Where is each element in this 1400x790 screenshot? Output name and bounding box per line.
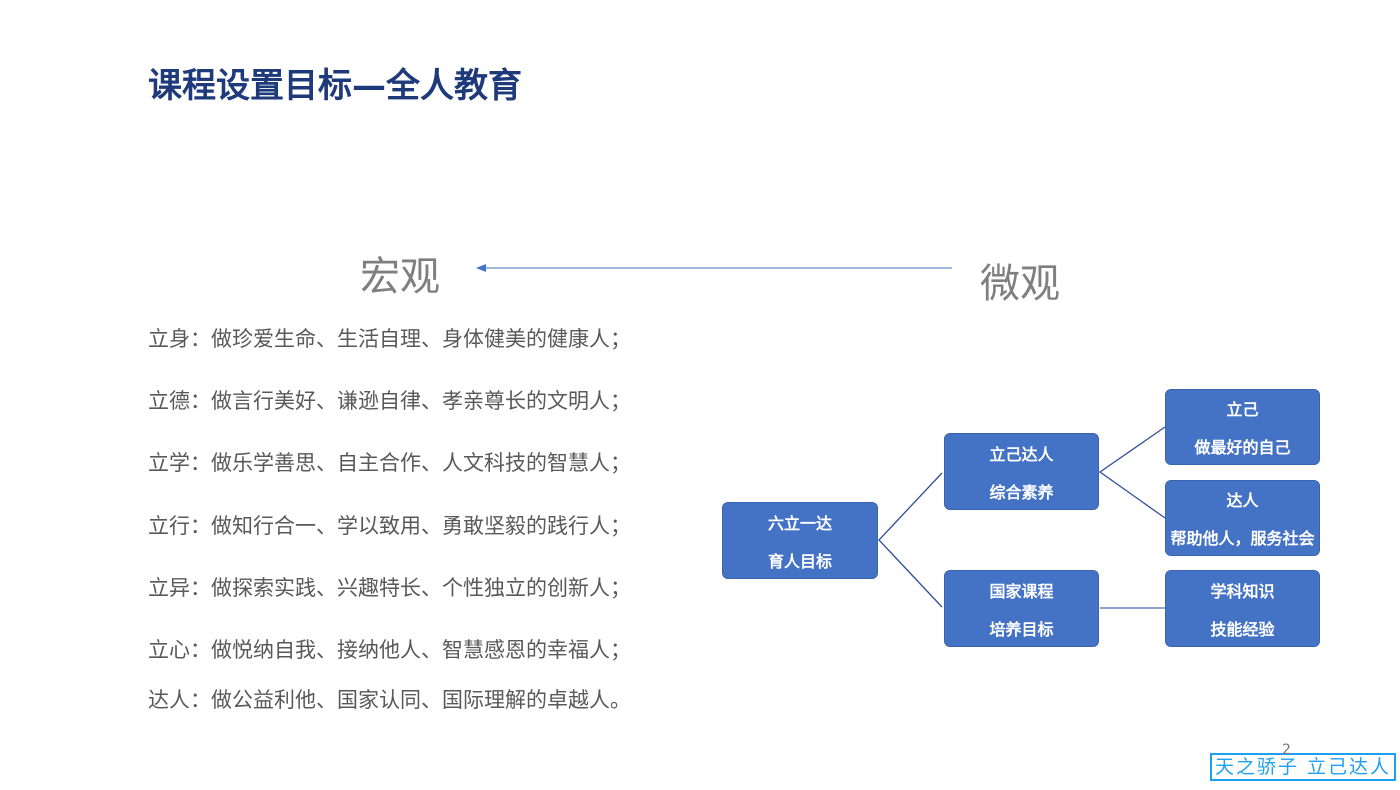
tree-node-mid2: 国家课程培养目标 — [944, 570, 1099, 647]
tree-node-leaf1: 立己做最好的自己 — [1165, 389, 1320, 465]
macro-label: 宏观 — [360, 254, 440, 300]
node-title: 国家课程 — [989, 581, 1054, 601]
page-title: 课程设置目标—全人教育 — [148, 66, 522, 106]
school-logo: 天之骄子 立己达人 — [1210, 753, 1397, 781]
node-subtitle: 综合素养 — [989, 482, 1054, 502]
node-subtitle: 育人目标 — [767, 551, 832, 571]
node-title: 达人 — [1226, 491, 1259, 510]
tree-node-leaf2: 达人帮助他人，服务社会 — [1165, 480, 1320, 556]
goal-item: 立心：做悦纳自我、接纳他人、智慧感恩的幸福人； — [148, 638, 631, 662]
goal-item: 立学：做乐学善思、自主合作、人文科技的智慧人； — [148, 451, 631, 475]
node-subtitle: 做最好的自己 — [1194, 438, 1291, 457]
goal-item: 立行：做知行合一、学以致用、勇敢坚毅的践行人； — [148, 514, 631, 538]
node-title: 立己达人 — [989, 444, 1054, 464]
goal-item: 立身：做珍爱生命、生活自理、身体健美的健康人； — [148, 327, 631, 351]
node-subtitle: 培养目标 — [989, 619, 1054, 639]
node-title: 六立一达 — [767, 513, 832, 533]
tree-node-mid1: 立己达人综合素养 — [944, 433, 1099, 510]
goal-item: 立德：做言行美好、谦逊自律、孝亲尊长的文明人； — [148, 389, 631, 413]
tree-node-root: 六立一达育人目标 — [722, 502, 878, 579]
micro-label: 微观 — [980, 261, 1060, 307]
page-number: 2 — [1282, 742, 1291, 758]
node-title: 立己 — [1226, 400, 1259, 419]
arrow-left-icon — [476, 264, 952, 272]
goal-item: 立异：做探索实践、兴趣特长、个性独立的创新人； — [148, 576, 631, 600]
node-subtitle: 技能经验 — [1210, 619, 1275, 639]
goal-item: 达人：做公益利他、国家认同、国际理解的卓越人。 — [148, 688, 631, 712]
node-subtitle: 帮助他人，服务社会 — [1170, 529, 1315, 548]
tree-node-leaf3: 学科知识技能经验 — [1165, 570, 1320, 647]
node-title: 学科知识 — [1210, 581, 1275, 601]
